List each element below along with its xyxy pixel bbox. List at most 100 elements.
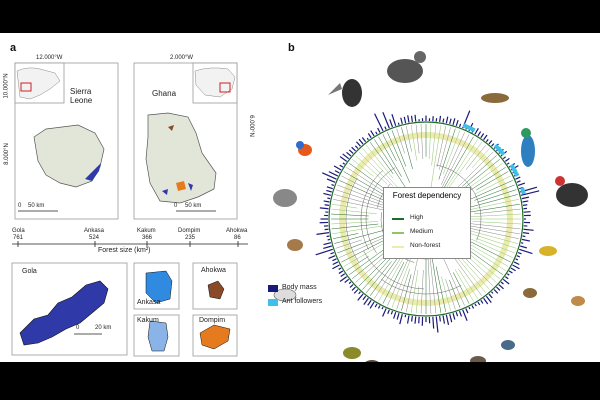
body-mass-bar xyxy=(449,118,452,125)
body-mass-bar xyxy=(485,138,489,143)
gola-detail-label: Gola xyxy=(22,268,37,275)
tree-branch xyxy=(415,286,420,314)
body-mass-bar xyxy=(515,258,519,261)
tree-branch xyxy=(454,269,474,302)
body-mass-bar xyxy=(348,149,354,154)
axis-site-value: 761 xyxy=(13,235,24,241)
body-mass-bar xyxy=(326,235,330,238)
ankasa-marker xyxy=(162,189,168,195)
axis-site-value: 86 xyxy=(234,235,241,241)
body-mass-bar xyxy=(439,115,442,123)
axis-site-name: Dompim xyxy=(178,228,201,234)
body-mass-bar xyxy=(452,313,456,320)
body-mass-bar xyxy=(389,119,394,128)
ant-follower-mark xyxy=(462,123,476,133)
body-mass-bar xyxy=(496,286,501,291)
tree-branch xyxy=(468,253,500,279)
body-mass-bar xyxy=(513,261,520,266)
tree-branch xyxy=(474,175,511,195)
tree-branch xyxy=(465,236,513,258)
tree-branch xyxy=(442,136,474,191)
body-mass-bar xyxy=(396,313,400,320)
sierra-leone-inset-marker xyxy=(20,82,32,92)
ant-followers-swatch xyxy=(268,299,278,306)
body-mass-bar xyxy=(483,297,489,305)
tree-branch xyxy=(369,257,398,297)
tree-branch xyxy=(438,128,456,180)
phylogeny-chart xyxy=(315,110,540,333)
kakum-marker xyxy=(188,183,193,191)
body-mass-bar xyxy=(400,117,403,125)
body-mass-bar xyxy=(498,284,504,290)
body-mass-bar xyxy=(403,116,407,124)
body-mass-bar xyxy=(458,123,462,128)
body-mass-bar xyxy=(382,308,387,317)
legend-item-label: Non-forest xyxy=(410,242,441,249)
tree-branch xyxy=(462,203,520,214)
body-mass-bar xyxy=(327,197,331,200)
body-mass-bar xyxy=(471,305,475,309)
tree-branch xyxy=(387,132,411,183)
tree-branch xyxy=(396,269,410,310)
tree-branch xyxy=(352,159,374,177)
body-mass-bar xyxy=(515,176,521,180)
body-mass-bar xyxy=(458,310,463,317)
body-mass-bar xyxy=(504,276,509,280)
panel-b-letter: b xyxy=(288,42,295,54)
body-mass-bar xyxy=(435,316,439,333)
ahokwa-marker xyxy=(168,125,174,131)
body-mass-bar xyxy=(354,145,359,149)
body-mass-bar xyxy=(333,165,342,171)
tree-branch xyxy=(331,223,379,230)
ant-follower-mark xyxy=(520,187,526,195)
body-mass-bar xyxy=(377,305,381,309)
body-mass-bar xyxy=(480,133,485,139)
body-mass-bar xyxy=(474,128,479,135)
body-mass-bar xyxy=(521,196,530,200)
body-mass-bar xyxy=(363,297,369,305)
tree-branch xyxy=(382,134,397,161)
body-mass-bar xyxy=(349,284,354,288)
body-mass-bar xyxy=(432,316,435,329)
tree-outer-ring xyxy=(328,121,524,317)
ghana-map-frame xyxy=(133,62,238,220)
tree-branch xyxy=(366,145,394,179)
tree-branch xyxy=(382,261,405,304)
tree-branch xyxy=(437,134,470,197)
tree-branch xyxy=(452,272,470,304)
ghana-inset-marker xyxy=(219,82,231,93)
axis-site-name: Kakum xyxy=(137,228,156,234)
body-mass-bar xyxy=(399,313,403,325)
body-mass-bar xyxy=(382,112,390,129)
body-mass-bar xyxy=(449,313,453,323)
body-mass-bar xyxy=(512,264,520,270)
body-mass-bar xyxy=(393,312,397,319)
body-mass-bar xyxy=(522,232,530,235)
tree-branch xyxy=(420,270,424,314)
tree-branch xyxy=(369,141,394,175)
tree-arc xyxy=(365,167,396,254)
body-mass-bar xyxy=(332,264,340,270)
ghana-shape xyxy=(145,112,217,204)
tree-branch xyxy=(420,124,424,160)
body-mass-bar xyxy=(367,299,372,306)
ghana-scale-label: 50 km xyxy=(185,203,202,209)
body-mass-bar xyxy=(477,131,482,137)
body-mass-label: Body mass xyxy=(282,284,317,291)
body-mass-bar xyxy=(397,122,400,125)
body-mass-bar xyxy=(474,303,477,307)
legend-swatch xyxy=(392,232,404,234)
ahokwa-detail-frame xyxy=(192,262,238,310)
body-mass-bar xyxy=(504,157,510,162)
tree-branch xyxy=(331,213,369,217)
body-mass-bar xyxy=(517,182,526,187)
body-mass-bar xyxy=(331,184,335,187)
body-mass-bar xyxy=(414,316,417,324)
body-mass-bar xyxy=(316,232,330,235)
body-mass-bar xyxy=(523,228,534,231)
body-mass-bar xyxy=(407,115,410,123)
tree-arc xyxy=(377,183,391,208)
body-mass-bar xyxy=(328,171,339,177)
legend-item-label: Medium xyxy=(410,228,434,235)
